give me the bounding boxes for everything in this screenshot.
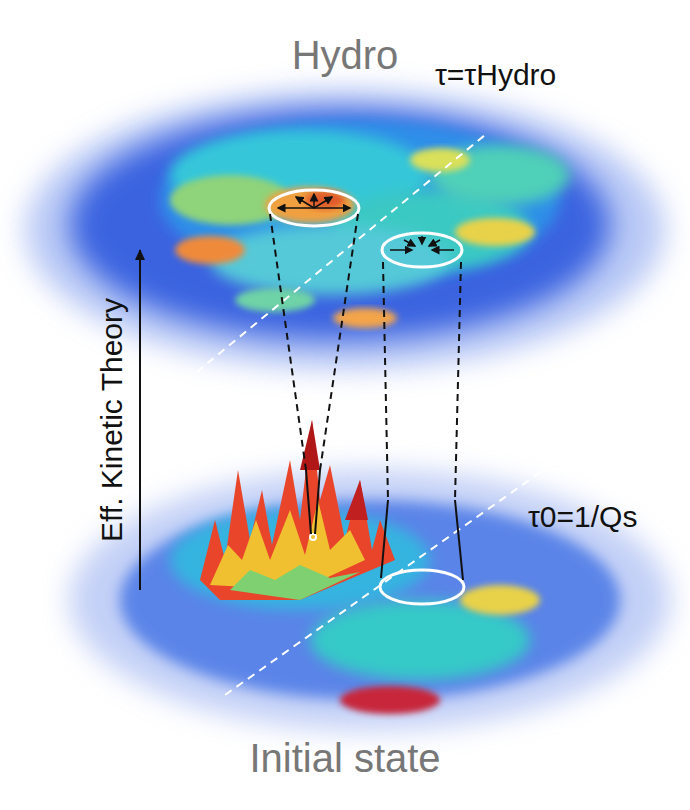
time-slice-line: [225, 430, 600, 695]
time-label: τ0=1/Qs: [528, 500, 637, 534]
layer-region: Hydro: [0, 15, 690, 250]
evolution-arrow: [139, 250, 141, 590]
arrow-label: Eff. Kinetic Theory: [95, 298, 129, 542]
initial-state-profile: [70, 420, 670, 730]
time-label: τ=τHydro: [435, 58, 556, 92]
flow-circles: [269, 190, 464, 604]
layer-heading: Hydro: [0, 33, 690, 78]
layer-region: Initial state: [0, 590, 690, 795]
time-slice-line: [175, 135, 485, 390]
flow-arrows: [278, 194, 454, 250]
projection-lines: [270, 214, 463, 580]
layer-heading: Initial state: [0, 736, 690, 781]
